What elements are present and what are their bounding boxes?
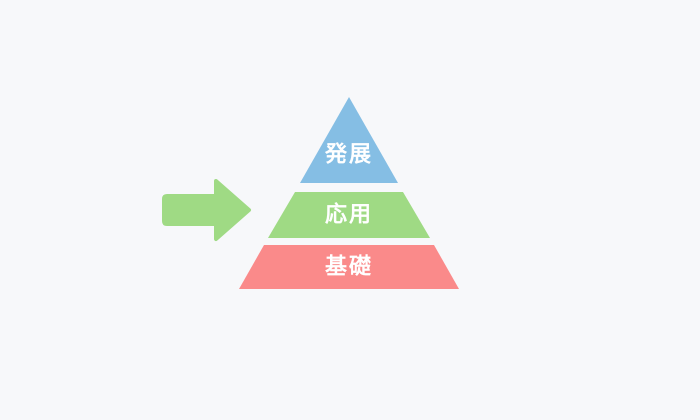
pyramid-level-top [300,97,398,183]
arrow-right-icon [162,179,251,241]
arrow-right-shape [162,179,251,241]
pyramid-level-middle [268,192,430,238]
pyramid-level-middle-label: 応用 [325,202,373,228]
pyramid-diagram: 発展 応用 基礎 [239,97,459,289]
pyramid-level-top-label: 発展 [324,143,373,168]
pyramid-level-bottom-label: 基礎 [325,254,373,280]
pyramid-level-bottom [239,245,459,289]
